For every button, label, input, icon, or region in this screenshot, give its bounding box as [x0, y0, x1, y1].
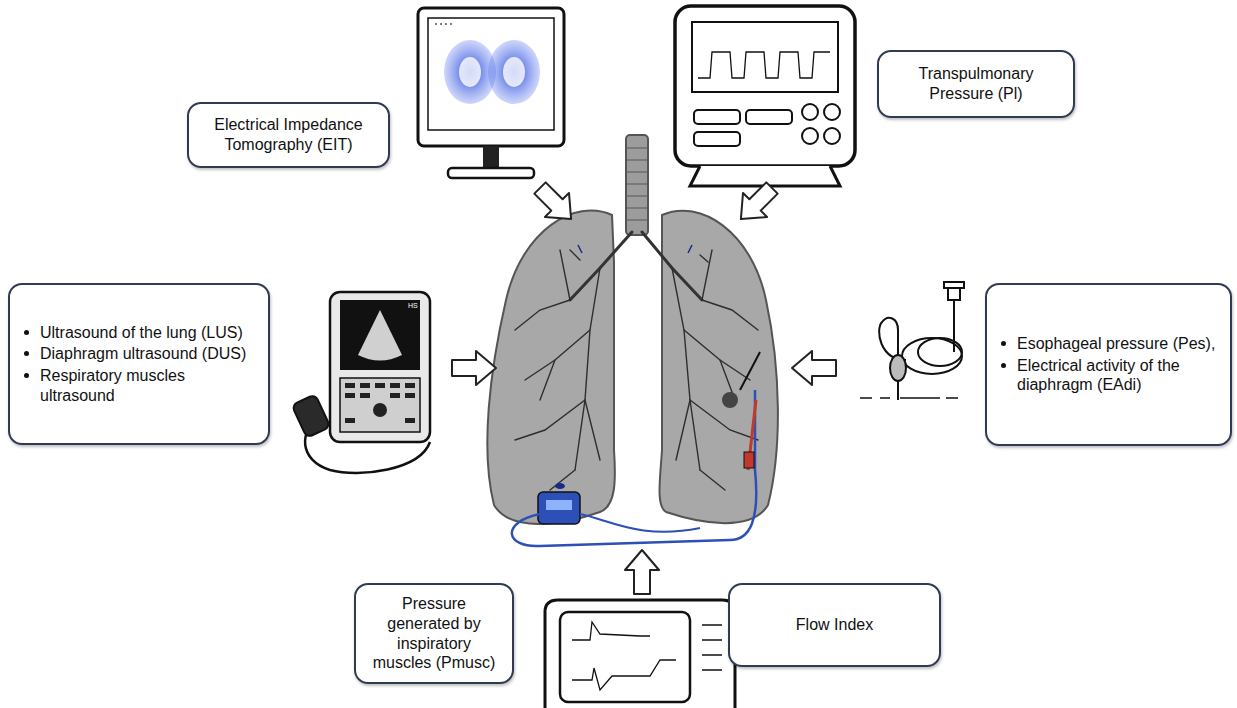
bullet-dot [24, 351, 29, 356]
box-label: Electrical Impedance Tomography (EIT) [201, 115, 376, 154]
bullet-item: Ultrasound of the lung (LUS) [22, 323, 256, 343]
block-arrows [452, 176, 836, 594]
esophageal-catheter [860, 282, 964, 400]
lungs [487, 135, 778, 546]
bullet-item: Respiratory muscles ultrasound [22, 366, 256, 405]
eit-monitor [418, 8, 564, 178]
bullet-dot [1001, 363, 1006, 368]
bullet-dot [24, 330, 29, 335]
box-label: Flow Index [742, 615, 927, 635]
box-label: Transpulmonary Pressure (Pl) [891, 64, 1061, 103]
bullet-list-box: Ultrasound of the lung (LUS)Diaphragm ul… [8, 283, 270, 445]
label-box: Pressure generated by inspiratory muscle… [354, 583, 514, 684]
label-box: Flow Index [728, 583, 941, 667]
pressure-monitor [675, 6, 855, 186]
bullet-list-box: Esophageal pressure (Pes),Electrical act… [985, 283, 1232, 446]
ultrasound-machine [292, 292, 430, 473]
bullet-item: Esophageal pressure (Pes), [999, 334, 1218, 354]
bullet-item: Diaphragm ultrasound (DUS) [22, 344, 256, 364]
ventilator-monitor [545, 600, 735, 708]
bullet-item: Electrical activity of the diaphragm (EA… [999, 356, 1218, 395]
label-box: Transpulmonary Pressure (Pl) [877, 50, 1075, 118]
bullet-dot [1001, 341, 1006, 346]
screen-mark: HS [408, 302, 418, 309]
label-box: Electrical Impedance Tomography (EIT) [187, 102, 390, 168]
bullet-dot [24, 373, 29, 378]
box-label: Pressure generated by inspiratory muscle… [368, 594, 500, 672]
